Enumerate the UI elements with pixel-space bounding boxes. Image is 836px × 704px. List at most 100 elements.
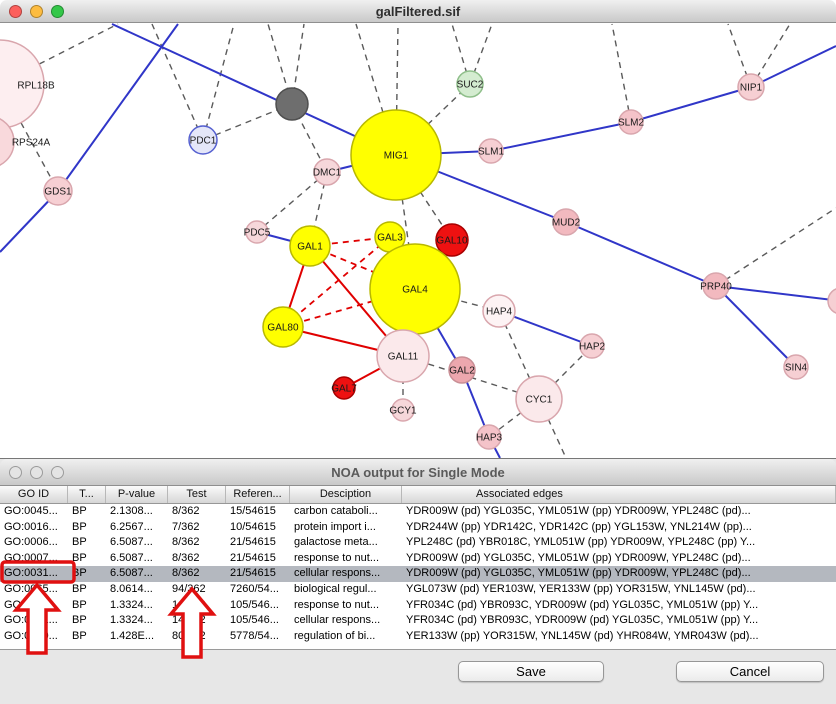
graph-node-label: HAP2 [579,342,606,353]
graph-node-GAL11[interactable] [376,329,430,383]
table-cell: 8/362 [172,567,200,580]
graph-node-NIP1[interactable] [737,73,765,101]
graph-node-label: MIG1 [384,151,409,162]
graph-node-HAP2[interactable] [579,333,605,359]
table-cell: 8/362 [172,505,200,517]
graph-node-GDS1[interactable] [43,176,73,206]
column-header-test[interactable]: Test [168,485,226,503]
table-cell: YFR034C (pd) YBR093C, YDR009W (pd) YGL03… [406,598,759,611]
graph-edge[interactable] [630,86,752,123]
table-cell: 14/362 [172,598,206,611]
graph-edge[interactable] [57,23,179,192]
table-cell: 15/54615 [230,505,276,517]
graph-edge[interactable] [490,121,632,152]
graph-edge[interactable] [202,23,235,141]
table-cell: BP [72,567,87,580]
graph-node-MIG1[interactable] [350,109,442,201]
graph-edge[interactable] [750,45,836,88]
table-cell: protein import i... [294,520,376,533]
graph-node-MUD2[interactable] [552,208,580,236]
graph-node-RPL18B[interactable] [0,39,45,129]
graph-node-HAP3[interactable] [476,424,502,450]
column-header-associated-edges[interactable]: Associated edges [402,485,836,503]
graph-node-GAL2[interactable] [448,356,476,384]
graph-node-RPS24A[interactable] [0,116,15,168]
table-cell: GO:0065... [4,582,58,595]
zoom-button[interactable] [51,4,64,18]
graph-node-label: DMC1 [313,168,342,179]
graph-node-label: GDS1 [44,187,72,198]
graph-node-SLM2[interactable] [618,109,644,135]
table-cell: 5778/54... [230,629,279,642]
graph-node-PDC1[interactable] [188,125,218,155]
column-header-desciption[interactable]: Desciption [290,485,402,503]
graph-edge[interactable] [0,83,59,192]
graph-node-unlabeled[interactable] [275,87,309,121]
graph-node-unlabeled[interactable] [827,288,836,314]
zoom-button[interactable] [51,465,64,479]
network-canvas[interactable]: RPL18BRPS24AGDS1PDC1DMC1MIG1SUC2SLM1SLM2… [0,0,836,458]
save-button[interactable]: Save [458,661,604,682]
graph-node-label: RPL18B [17,81,55,92]
graph-node-GAL10[interactable] [435,223,469,257]
table-cell: GO:0031... [4,614,58,627]
close-button[interactable] [9,4,22,18]
graph-node-GAL1[interactable] [289,225,331,267]
table-cell: 105/546... [230,614,279,627]
cancel-button[interactable]: Cancel [676,661,824,682]
graph-node-label: GCY1 [389,406,417,417]
table-cell: 8.0614... [110,582,153,595]
table-cell: 6.5087... [110,536,153,549]
graph-node-HAP4[interactable] [482,294,516,328]
minimize-button[interactable] [30,4,43,18]
graph-node-PRP40[interactable] [702,272,730,300]
graph-node-SIN4[interactable] [783,354,809,380]
graph-node-PDC5[interactable] [245,220,269,244]
graph-edge[interactable] [111,23,397,156]
minimize-button[interactable] [30,465,43,479]
column-header-go-id[interactable]: GO ID [0,485,68,503]
graph-edge[interactable] [565,221,717,287]
table-cell: GO:0007... [4,551,58,564]
table-cell: regulation of bi... [294,629,376,642]
table-cell: 14/362 [172,614,206,627]
table-cell: GO:0045... [4,505,58,517]
column-header-t-[interactable]: T... [68,485,106,503]
graph-edge[interactable] [282,236,391,328]
graph-node-GAL80[interactable] [262,306,304,348]
graph-node-SLM1[interactable] [478,138,504,164]
graph-node-label: GAL7 [331,384,357,395]
column-header-referen-[interactable]: Referen... [226,485,290,503]
table-cell: 6.5087... [110,567,153,580]
graph-edge[interactable] [309,245,416,290]
graph-edge[interactable] [715,207,836,287]
column-header-p-value[interactable]: P-value [106,485,168,503]
noa-window-titlebar: NOA output for Single Mode [0,459,836,486]
table-cell: YPL248C (pd) YBR018C, YML051W (pp) YDR00… [406,536,756,549]
graph-edge[interactable] [151,23,204,141]
table-cell: cellular respons... [294,567,381,580]
graph-edge[interactable] [715,285,797,368]
graph-node-CYC1[interactable] [515,375,563,423]
graph-edge[interactable] [256,171,328,233]
graph-node-DMC1[interactable] [313,158,341,186]
close-button[interactable] [9,465,22,479]
graph-node-GCY1[interactable] [391,398,415,422]
graph-node-GAL7[interactable] [332,376,356,400]
table-cell: 1.428E... [110,629,155,642]
graph-node-SUC2[interactable] [456,70,484,98]
graph-edge[interactable] [611,23,632,123]
graph-edge[interactable] [715,285,836,302]
table-cell: YFR034C (pd) YBR093C, YDR009W (pd) YGL03… [406,614,759,627]
